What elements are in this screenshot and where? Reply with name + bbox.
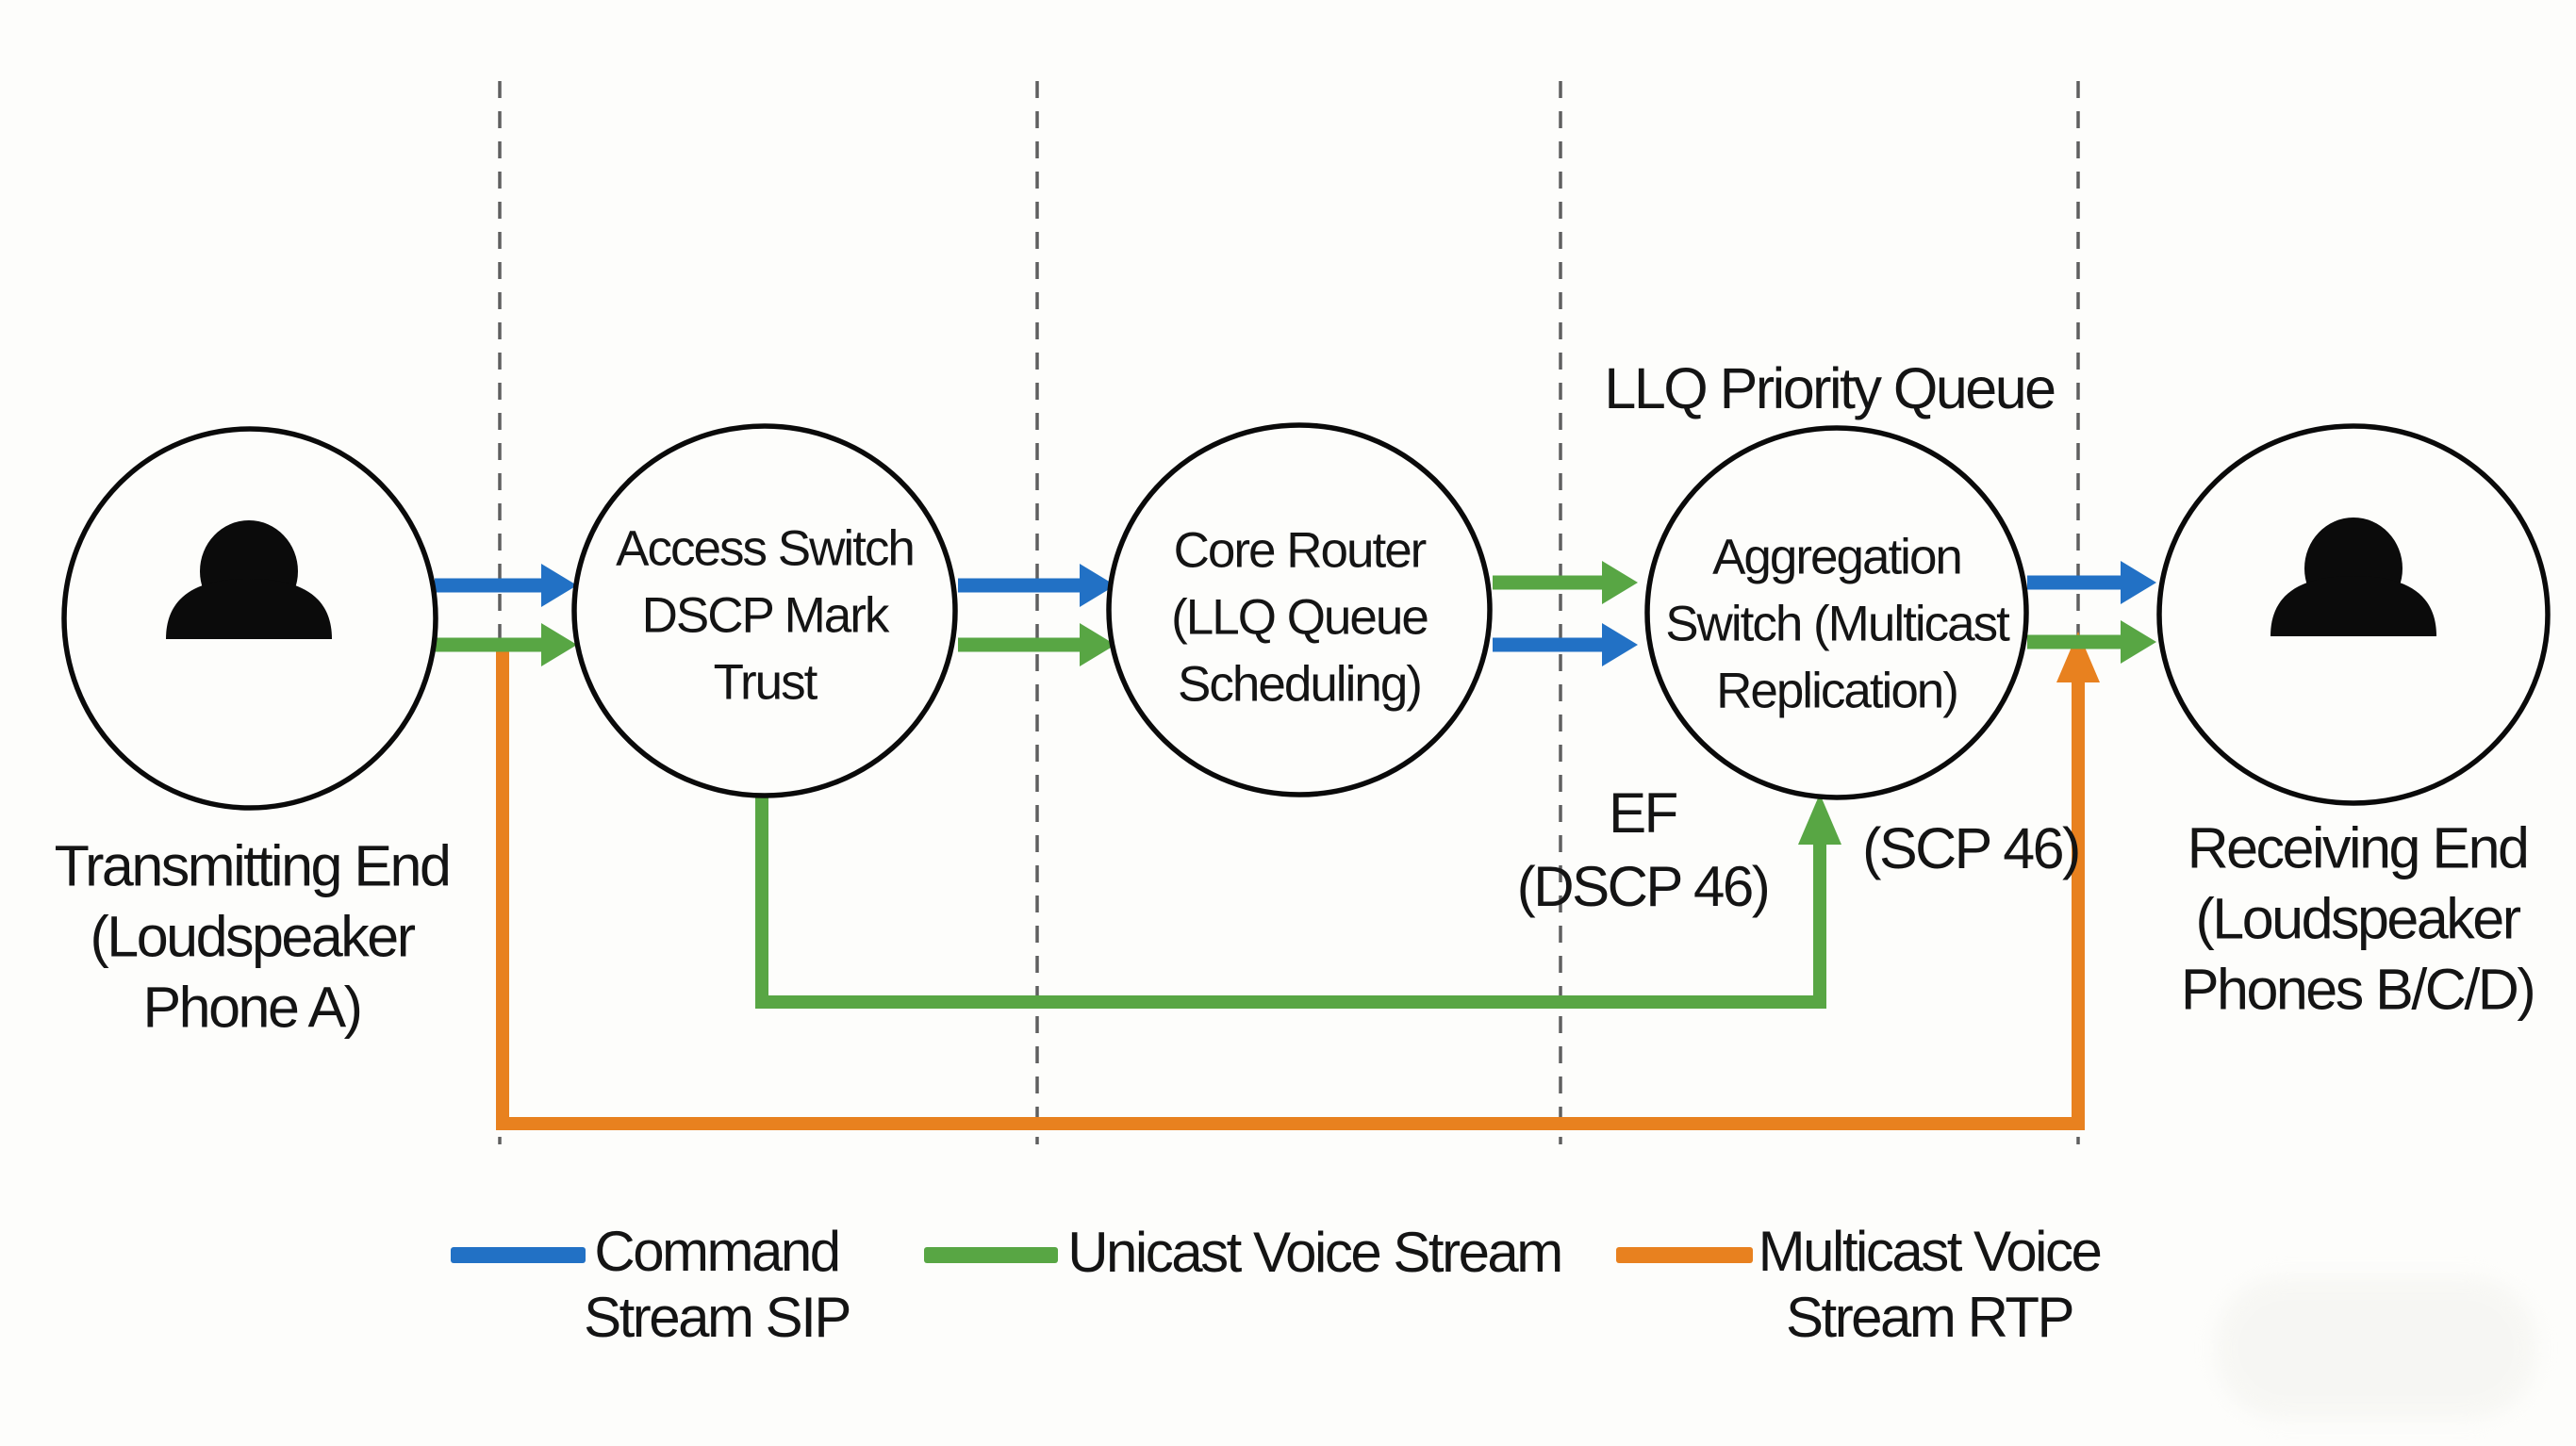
legend-label-unicast: Unicast Voice Stream — [1067, 1221, 1563, 1284]
green-loop-line — [755, 797, 1826, 1009]
node-core-label: Core Router (LLQ Queue Scheduling) — [1171, 522, 1429, 713]
unicast-stream-paths — [435, 561, 2156, 1009]
ef-dscp46-label: EF (DSCP 46) — [1516, 781, 1771, 918]
multicast-loop-line — [496, 645, 2085, 1130]
green-arrowhead-1-icon — [541, 623, 577, 666]
watermark-smudge — [2216, 1277, 2536, 1419]
multicast-arrowhead-up-icon — [2056, 632, 2100, 682]
blue-arrowhead-1-icon — [541, 564, 577, 607]
multicast-stream-path — [496, 632, 2100, 1130]
command-stream-paths — [435, 561, 2156, 666]
legend-swatch-multicast — [1616, 1247, 1753, 1263]
user-icon — [166, 520, 332, 639]
node-core-circle — [1106, 422, 1493, 797]
node-access-label: Access Switch DSCP Mark Trust — [616, 520, 916, 711]
green-arrowhead-up-icon — [1798, 794, 1841, 845]
legend-swatch-unicast — [924, 1247, 1058, 1263]
legend-label-command: Command Stream SIP — [584, 1220, 851, 1349]
green-arrowhead-3-icon — [1602, 561, 1638, 604]
person-icons — [166, 518, 2436, 639]
blue-arrowhead-3-icon — [1602, 623, 1638, 666]
legend-label-multicast: Multicast Voice Stream RTP — [1758, 1220, 2103, 1349]
legend-swatches — [451, 1247, 1753, 1263]
green-arrowhead-4-icon — [2121, 620, 2156, 664]
node-aggregation-label: Aggregation Switch (Multicast Replicatio… — [1665, 529, 2010, 719]
green-arrowhead-2-icon — [1080, 623, 1115, 666]
transmitting-end-caption: Transmitting End (Loudspeaker Phone A) — [54, 833, 452, 1040]
llq-priority-queue-label: LLQ Priority Queue — [1604, 356, 2056, 420]
scp46-label: (SCP 46) — [1862, 816, 2081, 880]
node-access-circle — [571, 423, 958, 798]
receiving-end-caption: Receiving End (Loudspeaker Phones B/C/D) — [2180, 815, 2536, 1022]
blue-arrowhead-2-icon — [1080, 564, 1115, 607]
blue-arrowhead-4-icon — [2121, 561, 2156, 604]
node-aggregation-circle — [1644, 425, 2029, 800]
legend-swatch-command — [451, 1247, 586, 1263]
user-icon — [2271, 518, 2436, 636]
